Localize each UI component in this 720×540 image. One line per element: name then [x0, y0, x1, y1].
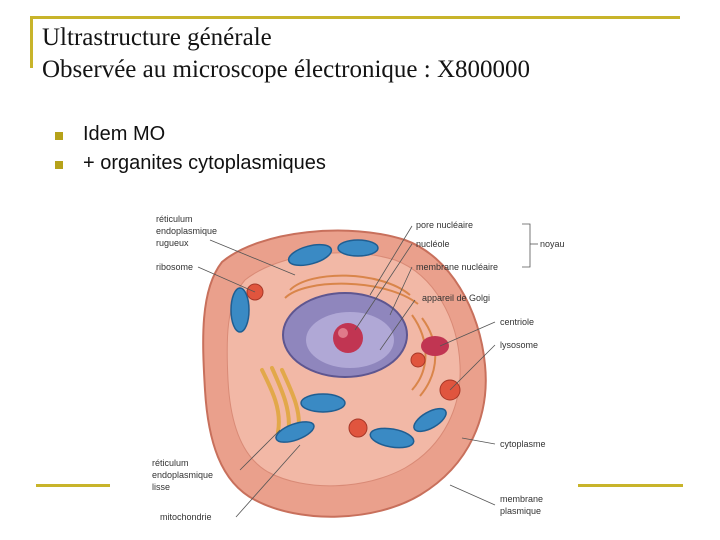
nucleolus-highlight	[338, 328, 348, 338]
frame-bottom-left-line	[36, 484, 110, 487]
label-lysosome: lysosome	[500, 340, 538, 350]
label-reticulum-lisse-3: lisse	[152, 482, 170, 492]
label-pore-nucleaire: pore nucléaire	[416, 220, 473, 230]
label-noyau: noyau	[540, 239, 565, 249]
rough-er-shape	[284, 274, 437, 397]
title-line-2: Observée au microscope électronique : X8…	[42, 56, 531, 83]
title-line-1: Ultrastructure générale	[42, 24, 272, 51]
label-nucleole: nucléole	[416, 239, 450, 249]
bullet-square-icon	[55, 132, 63, 140]
label-membrane-nucleaire: membrane nucléaire	[416, 262, 498, 272]
bullet-text: + organites cytoplasmiques	[83, 152, 326, 174]
slide-title: Ultrastructure générale Observée au micr…	[42, 22, 530, 86]
label-cytoplasme: cytoplasme	[500, 439, 546, 449]
label-reticulum-rugueux-3: rugueux	[156, 238, 189, 248]
cell-diagram-svg: réticulum endoplasmique rugueux ribosome…	[152, 214, 565, 522]
label-reticulum-rugueux-1: réticulum	[156, 214, 193, 224]
label-mitochondrie: mitochondrie	[160, 512, 212, 522]
label-ribosome: ribosome	[156, 262, 193, 272]
bullet-square-icon	[55, 161, 63, 169]
frame-left-line	[30, 16, 33, 68]
label-centriole: centriole	[500, 317, 534, 327]
label-membrane-plasmique-2: plasmique	[500, 506, 541, 516]
frame-bottom-right-line	[578, 484, 683, 487]
frame-top-line	[30, 16, 680, 19]
bullet-text: Idem MO	[83, 123, 166, 145]
label-reticulum-lisse-2: endoplasmique	[152, 470, 213, 480]
leader-lines	[197, 223, 538, 518]
mitochondria-shapes	[230, 239, 447, 449]
nucleolus-shape	[333, 323, 363, 353]
centriole-shape	[421, 336, 449, 356]
cell-diagram: réticulum endoplasmique rugueux ribosome…	[150, 200, 570, 530]
label-reticulum-lisse-1: réticulum	[152, 458, 189, 468]
label-appareil-golgi: appareil de Golgi	[422, 293, 490, 303]
label-reticulum-rugueux-2: endoplasmique	[156, 226, 217, 236]
label-membrane-plasmique-1: membrane	[500, 494, 543, 504]
